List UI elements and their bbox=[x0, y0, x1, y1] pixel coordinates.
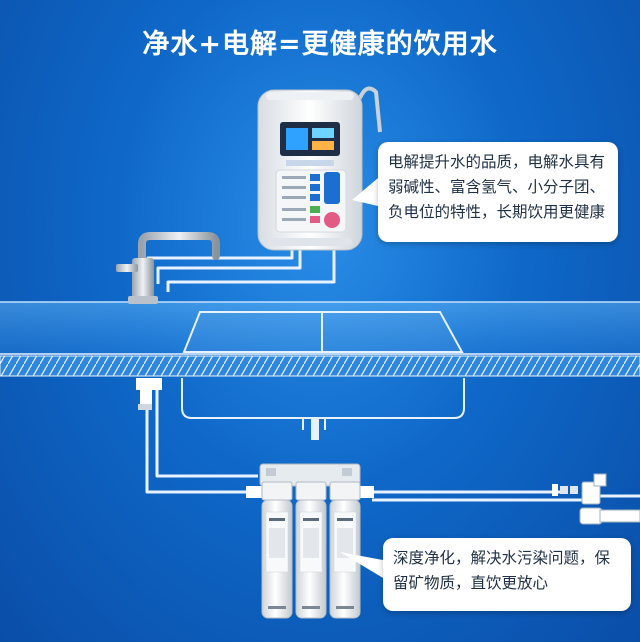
callout-ionizer-pointer bbox=[352, 178, 378, 206]
water-ionizer bbox=[257, 86, 382, 251]
headline: 净水+电解=更健康的饮用水 bbox=[142, 29, 498, 60]
callout-filter: 深度净化，解决水污染问题，保留矿物质，直饮更放心 bbox=[383, 538, 631, 611]
callout-ionizer: 电解提升水的品质，电解水具有弱碱性、富含氢气、小分子团、负电位的特性，长期饮用更… bbox=[378, 142, 618, 242]
filter-unit bbox=[246, 463, 374, 619]
sink bbox=[181, 311, 465, 440]
faucet bbox=[116, 232, 220, 304]
callout-filter-text: 深度净化，解决水污染问题，保留矿物质，直饮更放心 bbox=[393, 549, 611, 592]
callout-ionizer-text: 电解提升水的品质，电解水具有弱碱性、富含氢气、小分子团、负电位的特性，长期饮用更… bbox=[388, 153, 606, 221]
inlet-valve bbox=[552, 473, 640, 525]
water-pipes bbox=[145, 246, 640, 502]
angle-valve-tee bbox=[136, 378, 162, 410]
counter-hatch-band bbox=[0, 355, 640, 377]
callout-filter-pointer bbox=[340, 552, 383, 578]
counter-top bbox=[0, 302, 640, 354]
